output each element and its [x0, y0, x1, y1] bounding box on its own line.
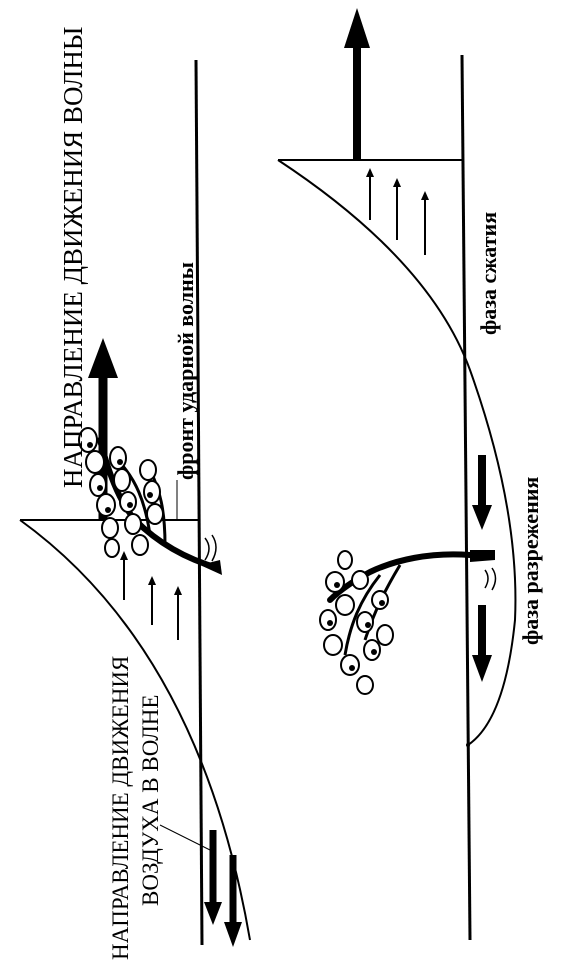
- rarefaction-arrows: [472, 455, 492, 682]
- rarefaction-phase-label: фаза разрежения: [518, 477, 543, 645]
- tree-bottom-icon: [319, 550, 497, 695]
- bottom-panel: фаза сжатия фаза разрежения: [277, 8, 543, 941]
- curve-end-dot: [466, 743, 470, 747]
- top-panel: НАПРАВЛЕНИЕ ДВИЖЕНИЯ ВОЛНЫ фронт ударной…: [19, 27, 251, 960]
- tree-top-icon: [78, 427, 222, 575]
- air-direction-leader: [159, 824, 211, 851]
- shock-front-label: фронт ударной волны: [173, 262, 198, 480]
- top-ground-line: [194, 59, 204, 946]
- compression-small-arrows: [366, 168, 429, 255]
- air-direction-label-line2: ВОЗДУХА В ВОЛНЕ: [138, 695, 163, 906]
- air-direction-label-line1: НАПРАВЛЕНИЕ ДВИЖЕНИЯ: [108, 656, 133, 960]
- air-direction-arrows-bottom: [204, 830, 242, 947]
- compression-big-arrow: [344, 8, 370, 160]
- wave-direction-label: НАПРАВЛЕНИЕ ДВИЖЕНИЯ ВОЛНЫ: [58, 27, 88, 488]
- compression-phase-label: фаза сжатия: [476, 212, 501, 335]
- bottom-pressure-curve: [277, 159, 517, 746]
- bottom-ground-line: [460, 54, 472, 941]
- air-motion-arrows-top: [120, 551, 182, 640]
